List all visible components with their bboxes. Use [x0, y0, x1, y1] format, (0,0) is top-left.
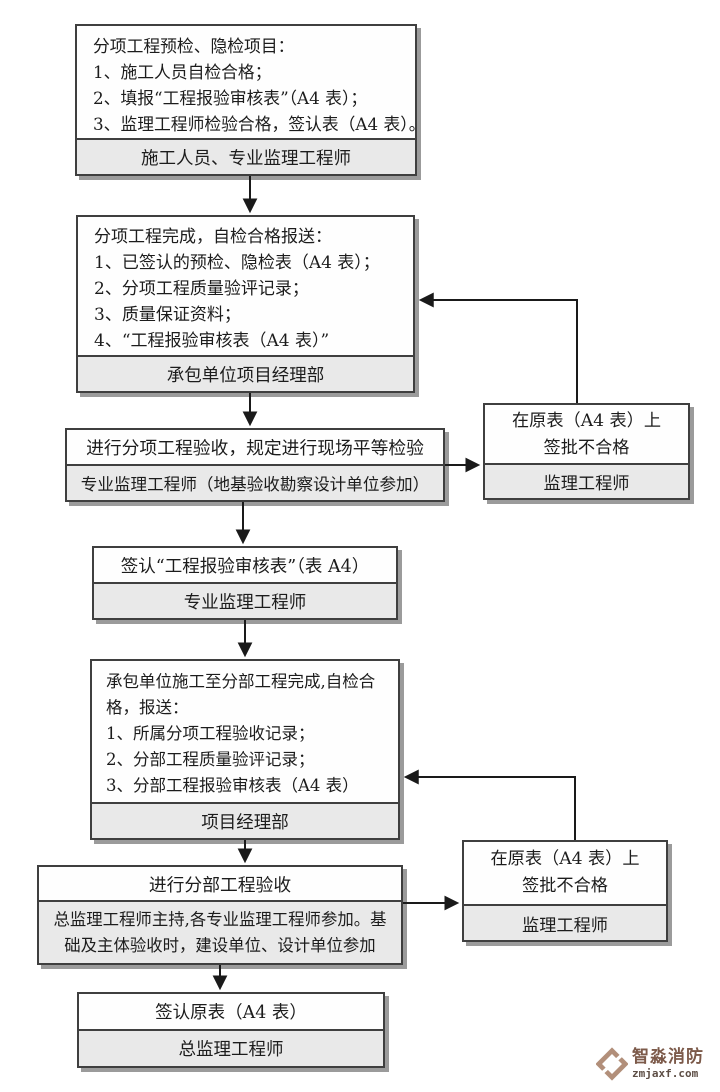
brand-diamond-logo-icon [596, 1047, 628, 1081]
text-line: 1、已签认的预检、隐检表（A4 表）； [94, 253, 380, 273]
step-box-subitem-complete-body: 分项工程完成，自检合格报送： 1、已签认的预检、隐检表（A4 表）； 2、分项工… [78, 217, 413, 355]
reject-box-division-body: 在原表（A4 表）上 签批不合格 [464, 842, 666, 904]
step-title: 进行分项工程验收，规定进行现场平等检验 [86, 438, 424, 459]
step-box-division-acceptance: 进行分部工程验收 总监理工程师主持,各专业监理工程师参加。基 础及主体验收时，建… [37, 865, 403, 965]
step-box-division-complete-body: 承包单位施工至分部工程完成,自检合 格，报送： 1、所属分项工程验收记录； 2、… [92, 661, 398, 802]
text-line: 分项工程预检、隐检项目： [93, 36, 295, 56]
text-line: 分项工程完成，自检合格报送： [94, 227, 332, 247]
text-line: 2、分项工程质量验评记录； [94, 279, 309, 299]
step-box-preinspection-body: 分项工程预检、隐检项目： 1、施工人员自检合格； 2、填报“工程报验审核表”（A… [77, 26, 426, 138]
text-line: 承包单位施工至分部工程完成,自检合 [106, 672, 376, 691]
responsible-party-label: 监理工程师 [485, 463, 688, 498]
brand-name: 智淼消防 [632, 1047, 704, 1067]
text-line: 1、所属分项工程验收记录； [106, 724, 315, 743]
text-line: 础及主体验收时，建设单位、设计单位参加 [64, 935, 376, 955]
text-line: 在原表（A4 表）上 [490, 849, 640, 869]
responsible-party-label: 项目经理部 [92, 802, 398, 838]
responsible-party-label: 专业监理工程师 [94, 582, 396, 618]
text-line: 2、分部工程质量验评记录； [106, 750, 315, 769]
text-line: 3、质量保证资料； [94, 305, 241, 325]
text-line: 签批不合格 [522, 876, 608, 896]
reject-box-division: 在原表（A4 表）上 签批不合格 监理工程师 [462, 840, 668, 942]
responsible-party-label: 总监理工程师 [79, 1029, 383, 1066]
responsible-party-label: 施工人员、专业监理工程师 [77, 138, 415, 174]
reject-box-subitem: 在原表（A4 表）上 签批不合格 监理工程师 [483, 403, 690, 500]
step-title: 签认“工程报验审核表”（表 A4） [120, 556, 370, 577]
responsible-party-label: 承包单位项目经理部 [78, 355, 413, 391]
responsible-party-label: 专业监理工程师（地基验收勘察设计单位参加） [67, 464, 443, 500]
step-box-subitem-complete: 分项工程完成，自检合格报送： 1、已签认的预检、隐检表（A4 表）； 2、分项工… [76, 215, 415, 393]
text-line: 总监理工程师主持,各专业监理工程师参加。基 [53, 909, 387, 929]
text-line: 签批不合格 [543, 438, 630, 458]
reject-box-subitem-body: 在原表（A4 表）上 签批不合格 [485, 405, 688, 463]
responsible-party-label: 监理工程师 [464, 904, 666, 940]
arrow-reject1-back-to-box2 [418, 292, 578, 403]
step-box-sign-original-form: 签认原表（A4 表） 总监理工程师 [77, 992, 385, 1068]
responsible-party-label: 总监理工程师主持,各专业监理工程师参加。基 础及主体验收时，建设单位、设计单位参… [39, 900, 401, 963]
text-line: 4、“工程报验审核表（A4 表）” [94, 331, 330, 351]
text-line: 1、施工人员自检合格； [93, 62, 272, 82]
text-line: 3、监理工程师检验合格，签认表（A4 表）。 [93, 114, 426, 134]
step-box-sign-review-form: 签认“工程报验审核表”（表 A4） 专业监理工程师 [92, 546, 398, 620]
watermark: 智淼消防 zmjaxf.com [596, 1047, 704, 1081]
step-box-subitem-acceptance: 进行分项工程验收，规定进行现场平等检验 专业监理工程师（地基验收勘察设计单位参加… [65, 428, 445, 502]
watermark-text: 智淼消防 zmjaxf.com [632, 1047, 704, 1080]
text-line: 在原表（A4 表）上 [511, 411, 662, 431]
step-box-division-complete: 承包单位施工至分部工程完成,自检合 格，报送： 1、所属分项工程验收记录； 2、… [90, 659, 400, 840]
text-line: 3、分部工程报验审核表（A4 表） [106, 776, 359, 795]
text-line: 格，报送： [106, 698, 189, 717]
step-title: 进行分部工程验收 [148, 874, 292, 896]
brand-website: zmjaxf.com [632, 1067, 699, 1080]
step-title: 签认原表（A4 表） [155, 1003, 307, 1023]
arrow-reject2-back-to-box5 [403, 769, 576, 840]
text-line: 2、填报“工程报验审核表”（A4 表）； [93, 88, 368, 108]
step-box-preinspection: 分项工程预检、隐检项目： 1、施工人员自检合格； 2、填报“工程报验审核表”（A… [75, 24, 426, 176]
